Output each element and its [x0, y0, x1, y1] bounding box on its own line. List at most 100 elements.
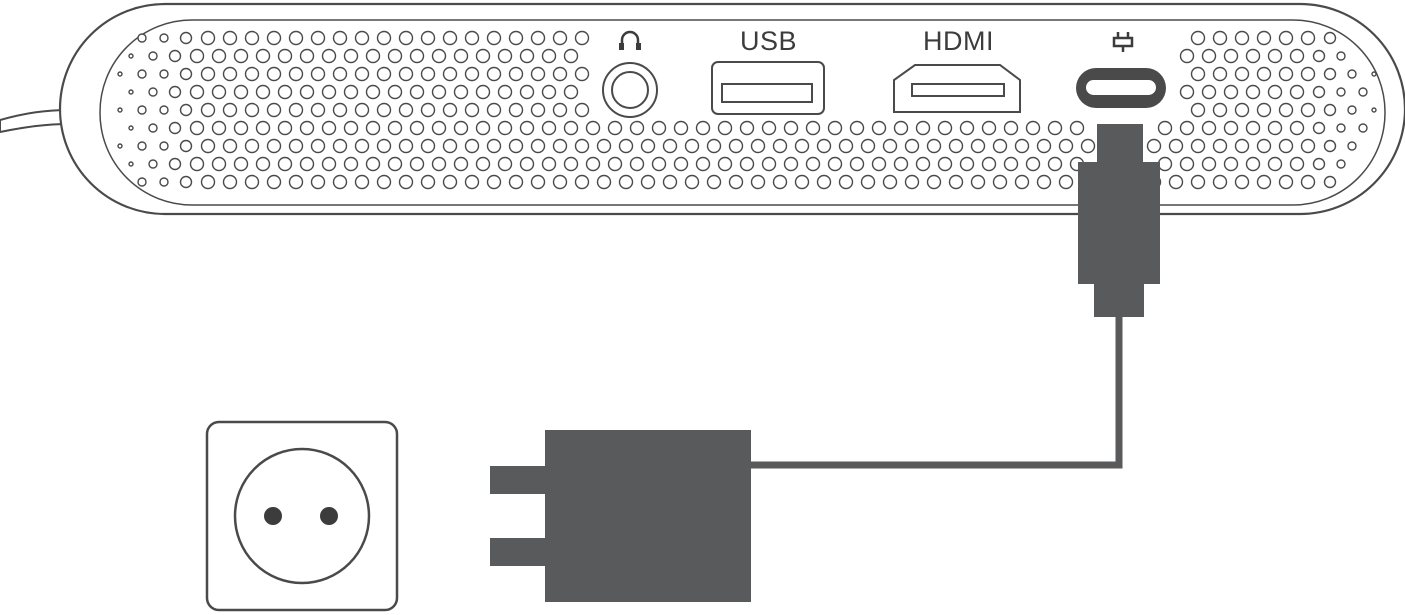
grille-hole: [728, 174, 744, 190]
grille-hole: [332, 138, 348, 154]
grille-hole: [409, 156, 425, 172]
grille-hole: [1371, 71, 1377, 77]
grille-hole: [200, 30, 216, 46]
grille-hole: [244, 66, 260, 82]
grille-hole: [508, 30, 524, 46]
grille-hole: [1245, 48, 1261, 64]
grille-hole: [475, 120, 491, 136]
grille-hole: [1323, 31, 1337, 45]
grille-hole: [222, 30, 238, 46]
grille-hole: [168, 121, 182, 135]
grille-hole: [1347, 69, 1357, 79]
grille-hole: [574, 174, 590, 190]
grille-hole: [310, 138, 326, 154]
grille-hole: [816, 138, 832, 154]
grille-hole: [530, 102, 546, 118]
grille-hole: [1212, 66, 1228, 82]
grille-hole: [376, 66, 392, 82]
grille-hole: [805, 156, 821, 172]
grille-hole: [464, 174, 480, 190]
grille-hole: [464, 66, 480, 82]
grille-hole: [1201, 84, 1217, 100]
grille-hole: [277, 48, 293, 64]
grille-hole: [739, 120, 755, 136]
grille-hole: [1278, 102, 1294, 118]
grille-hole: [860, 138, 876, 154]
grille-hole: [310, 30, 326, 46]
grille-hole: [717, 156, 733, 172]
grille-hole: [137, 33, 147, 43]
headphone-jack: [602, 62, 658, 118]
grille-hole: [387, 84, 403, 100]
grille-hole: [1336, 51, 1346, 61]
grille-hole: [1168, 138, 1184, 154]
power-adapter: [490, 430, 751, 602]
grille-hole: [651, 120, 667, 136]
grille-hole: [1212, 138, 1228, 154]
grille-hole: [1245, 84, 1261, 100]
grille-hole: [354, 138, 370, 154]
grille-hole: [486, 102, 502, 118]
grille-hole: [420, 30, 436, 46]
grille-hole: [1358, 123, 1368, 133]
grille-hole: [148, 51, 158, 61]
grille-hole: [244, 138, 260, 154]
grille-hole: [1234, 30, 1250, 46]
grille-hole: [937, 120, 953, 136]
grille-hole: [420, 174, 436, 190]
grille-hole: [409, 120, 425, 136]
grille-hole: [574, 102, 590, 118]
grille-hole: [1234, 66, 1250, 82]
grille-hole: [1256, 174, 1272, 190]
grille-hole: [739, 156, 755, 172]
grille-hole: [332, 66, 348, 82]
grille-hole: [387, 48, 403, 64]
grille-hole: [552, 102, 568, 118]
grille-hole: [431, 156, 447, 172]
grille-hole: [827, 120, 843, 136]
grille-hole: [211, 120, 227, 136]
grille-hole: [926, 138, 942, 154]
grille-hole: [398, 138, 414, 154]
grille-hole: [959, 120, 975, 136]
grille-hole: [1312, 121, 1326, 135]
grille-hole: [475, 156, 491, 172]
grille-hole: [838, 138, 854, 154]
grille-hole: [233, 120, 249, 136]
grille-hole: [354, 66, 370, 82]
grille-hole: [1179, 156, 1195, 172]
grille-hole: [211, 156, 227, 172]
device-inner-panel: [99, 19, 1386, 206]
grille-hole: [1289, 156, 1305, 172]
grille-hole: [574, 30, 590, 46]
grille-hole: [552, 66, 568, 82]
grille-hole: [211, 48, 227, 64]
grille-hole: [893, 156, 909, 172]
grille-hole: [1223, 120, 1239, 136]
grille-hole: [168, 85, 182, 99]
grille-hole: [376, 30, 392, 46]
grille-hole: [233, 156, 249, 172]
grille-hole: [343, 156, 359, 172]
power-plug-icon: [1112, 32, 1134, 52]
grille-hole: [266, 174, 282, 190]
grille-hole: [959, 156, 975, 172]
grille-hole: [1312, 157, 1326, 171]
grille-hole: [607, 120, 623, 136]
grille-hole: [508, 66, 524, 82]
grille-hole: [816, 174, 832, 190]
grille-hole: [1300, 30, 1316, 46]
grille-hole: [354, 174, 370, 190]
grille-hole: [475, 84, 491, 100]
grille-hole: [563, 120, 579, 136]
grille-hole: [519, 120, 535, 136]
grille-hole: [321, 156, 337, 172]
grille-hole: [137, 141, 147, 151]
grille-hole: [1014, 138, 1030, 154]
grille-hole: [1336, 123, 1346, 133]
grille-hole: [519, 84, 535, 100]
grille-hole: [1168, 174, 1184, 190]
grille-hole: [695, 120, 711, 136]
grille-hole: [497, 120, 513, 136]
